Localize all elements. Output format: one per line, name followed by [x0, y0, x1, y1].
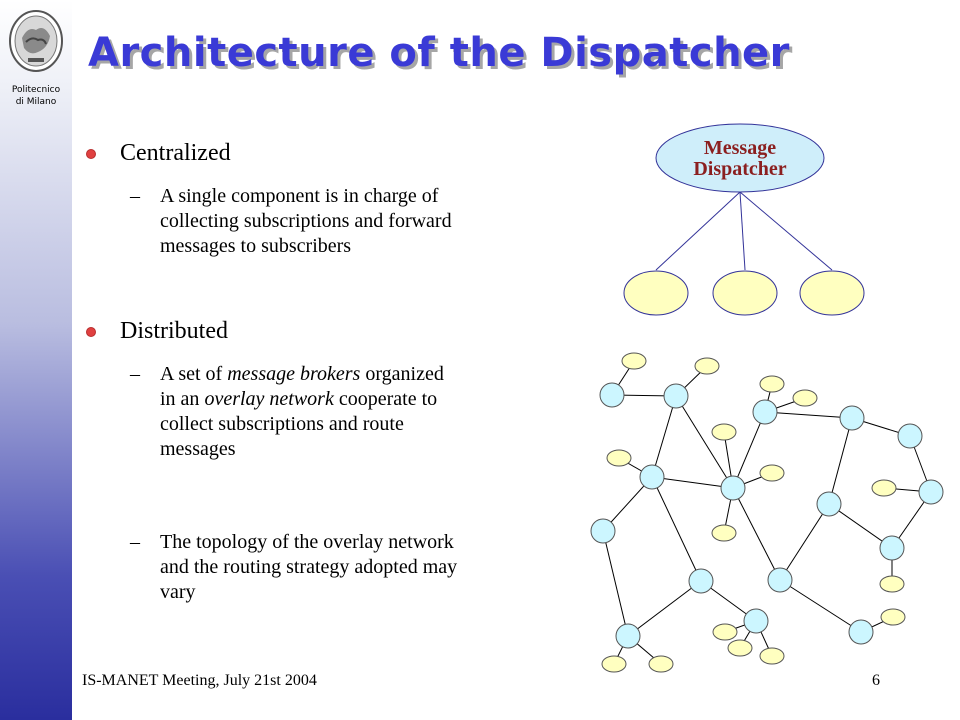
connector-line [739, 191, 746, 271]
bullet-dot-icon [86, 149, 96, 159]
broker-node [848, 619, 874, 645]
broker-link [779, 579, 862, 633]
broker-node [599, 382, 625, 408]
client-node [606, 449, 632, 467]
broker-node [590, 518, 616, 544]
client-node [601, 655, 627, 673]
broker-link [779, 503, 830, 581]
logo-line-1: Politecnico [11, 85, 61, 95]
dispatcher-label-line-2: Dispatcher [693, 158, 786, 180]
broker-node [879, 535, 905, 561]
bullet-label: Distributed [120, 318, 228, 344]
broker-link [732, 411, 766, 489]
centralized-diagram: Message Dispatcher [623, 123, 865, 316]
broker-link [732, 487, 781, 581]
logo-line-2: di Milano [15, 97, 57, 107]
broker-node [720, 475, 746, 501]
broker-node [767, 567, 793, 593]
subscriber-node [623, 270, 689, 316]
connector-line [739, 191, 833, 271]
logo-text: Politecnico di Milano [0, 84, 72, 108]
client-node [648, 655, 674, 673]
connector-line [655, 191, 741, 271]
sub-bullet-dash: – [130, 185, 140, 207]
broker-node [816, 491, 842, 517]
broker-node [897, 423, 923, 449]
sub-bullet: – A single component is in charge of col… [130, 184, 460, 284]
broker-node [688, 568, 714, 594]
broker-link [651, 395, 677, 478]
dispatcher-label-line-1: Message [704, 137, 776, 159]
broker-link [627, 580, 702, 637]
broker-link [651, 476, 702, 582]
broker-node [615, 623, 641, 649]
broker-link [828, 417, 853, 505]
client-node [711, 423, 737, 441]
broker-link [764, 411, 853, 419]
sub-bullet: – A set of message brokers organized in … [130, 362, 460, 512]
broker-link [828, 503, 893, 549]
broker-node [839, 405, 865, 431]
client-node [694, 357, 720, 375]
sub-bullet-text: The topology of the overlay network and … [160, 531, 458, 603]
subscriber-node [712, 270, 778, 316]
client-node [759, 375, 785, 393]
message-dispatcher-node [655, 123, 825, 193]
sub-bullet-text: A set of message brokers organized in an… [160, 363, 444, 460]
client-node [712, 623, 738, 641]
emphasis-overlay-network: overlay network [204, 388, 334, 410]
sub-bullet-dash: – [130, 531, 140, 553]
client-node [727, 639, 753, 657]
broker-link [651, 476, 734, 489]
sidebar: Politecnico di Milano [0, 0, 72, 720]
client-node [879, 575, 905, 593]
sub-bullet-text: A single component is in charge of colle… [160, 185, 452, 257]
subscriber-node [799, 270, 865, 316]
broker-link [675, 395, 734, 489]
client-node [711, 524, 737, 542]
broker-node [639, 464, 665, 490]
client-node [880, 608, 906, 626]
bullet-dot-icon [86, 327, 96, 337]
client-node [621, 352, 647, 370]
client-node [792, 389, 818, 407]
broker-node [752, 399, 778, 425]
university-seal-icon [9, 10, 63, 72]
sub-bullet-dash: – [130, 363, 140, 385]
broker-node [918, 479, 944, 505]
broker-link [602, 530, 629, 637]
bullet-label: Centralized [120, 140, 231, 166]
sub-bullet: – The topology of the overlay network an… [130, 530, 460, 610]
emphasis-message-brokers: message brokers [227, 363, 361, 385]
footer-text: IS-MANET Meeting, July 21st 2004 [82, 672, 317, 689]
slide-title: Architecture of the Dispatcher [88, 30, 790, 76]
broker-node [663, 383, 689, 409]
broker-node [743, 608, 769, 634]
page-number: 6 [872, 672, 880, 689]
client-node [759, 647, 785, 665]
overlay-network-diagram [590, 352, 944, 673]
client-node [871, 479, 897, 497]
client-node [759, 464, 785, 482]
